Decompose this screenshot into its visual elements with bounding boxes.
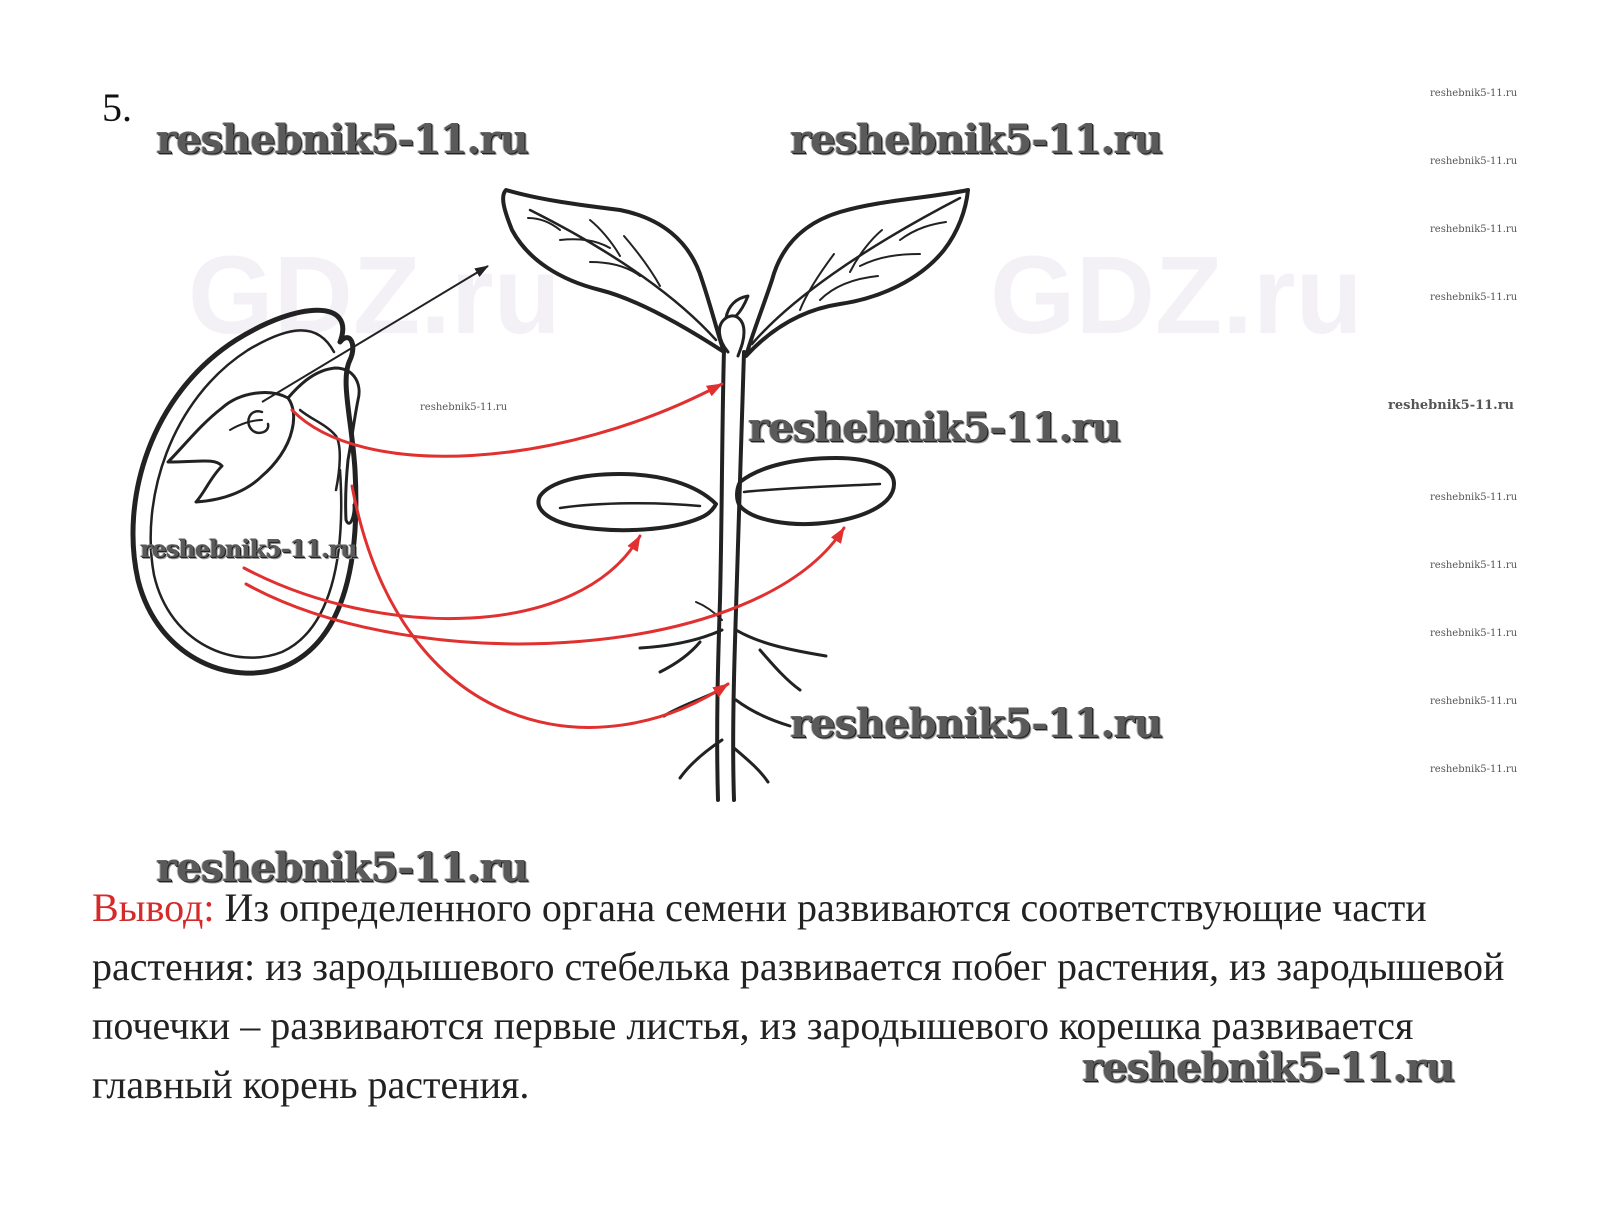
watermark-gdz-right: GDZ.ru	[990, 234, 1363, 357]
leaf-right	[744, 188, 970, 358]
arrow-radicle-to-root	[350, 484, 730, 729]
watermark-small: reshebnik5-11.ru	[1430, 156, 1518, 167]
watermark-small: reshebnik5-11.ru	[1430, 224, 1518, 235]
embryo-bud	[166, 391, 296, 504]
seed-coat	[130, 307, 359, 676]
watermark-top-center: reshebnik5-11.ru	[790, 116, 1163, 163]
watermark-bottom-left: reshebnik5-11.ru	[156, 844, 529, 891]
arrow-cotyledon-right	[244, 526, 846, 646]
watermark-top-left: reshebnik5-11.ru	[156, 116, 529, 163]
task-number: 5.	[102, 85, 132, 130]
watermark-small: reshebnik5-11.ru	[1430, 696, 1518, 707]
arrow-bud-to-leaves	[261, 265, 489, 403]
watermark-small: reshebnik5-11.ru	[1430, 292, 1518, 303]
red-arrows	[242, 382, 846, 729]
arrow-stem-to-shoot	[290, 382, 724, 458]
conclusion-paragraph: Вывод: Из определенного органа семени ра…	[92, 878, 1552, 1114]
watermark-small: reshebnik5-11.ru	[420, 402, 508, 413]
watermark-lower-center: reshebnik5-11.ru	[790, 700, 1163, 747]
watermark-small: reshebnik5-11.ru	[1388, 398, 1515, 413]
cotyledon-left	[536, 472, 718, 533]
arrow-cotyledon-left	[242, 534, 642, 621]
seed	[130, 307, 361, 676]
watermark-small: reshebnik5-11.ru	[1430, 560, 1518, 571]
watermark-small: reshebnik5-11.ru	[1430, 764, 1518, 775]
watermark-bottom-right: reshebnik5-11.ru	[1082, 1044, 1455, 1091]
apical-bud	[718, 314, 746, 358]
conclusion-label: Вывод:	[92, 885, 215, 930]
embryo-bud-fold	[247, 410, 270, 435]
watermark-small: reshebnik5-11.ru	[1430, 492, 1518, 503]
root-lateral-left	[638, 628, 724, 674]
leaf-left	[501, 188, 726, 354]
embryo-stem	[286, 366, 361, 525]
seedling-stem	[715, 348, 726, 802]
watermark-small: reshebnik5-11.ru	[1430, 88, 1518, 99]
cotyledon-right	[735, 456, 896, 526]
root-lateral-right	[734, 628, 828, 692]
conclusion-text: Из определенного органа семени развивают…	[92, 885, 1505, 1107]
seed-coat-inner	[149, 329, 343, 659]
watermark-gdz-left: GDZ.ru	[188, 234, 561, 357]
watermark-small: reshebnik5-11.ru	[1430, 628, 1518, 639]
seedling	[501, 188, 970, 802]
watermark-middle: reshebnik5-11.ru	[748, 404, 1121, 451]
watermark-seed: reshebnik5-11.ru	[140, 534, 358, 563]
